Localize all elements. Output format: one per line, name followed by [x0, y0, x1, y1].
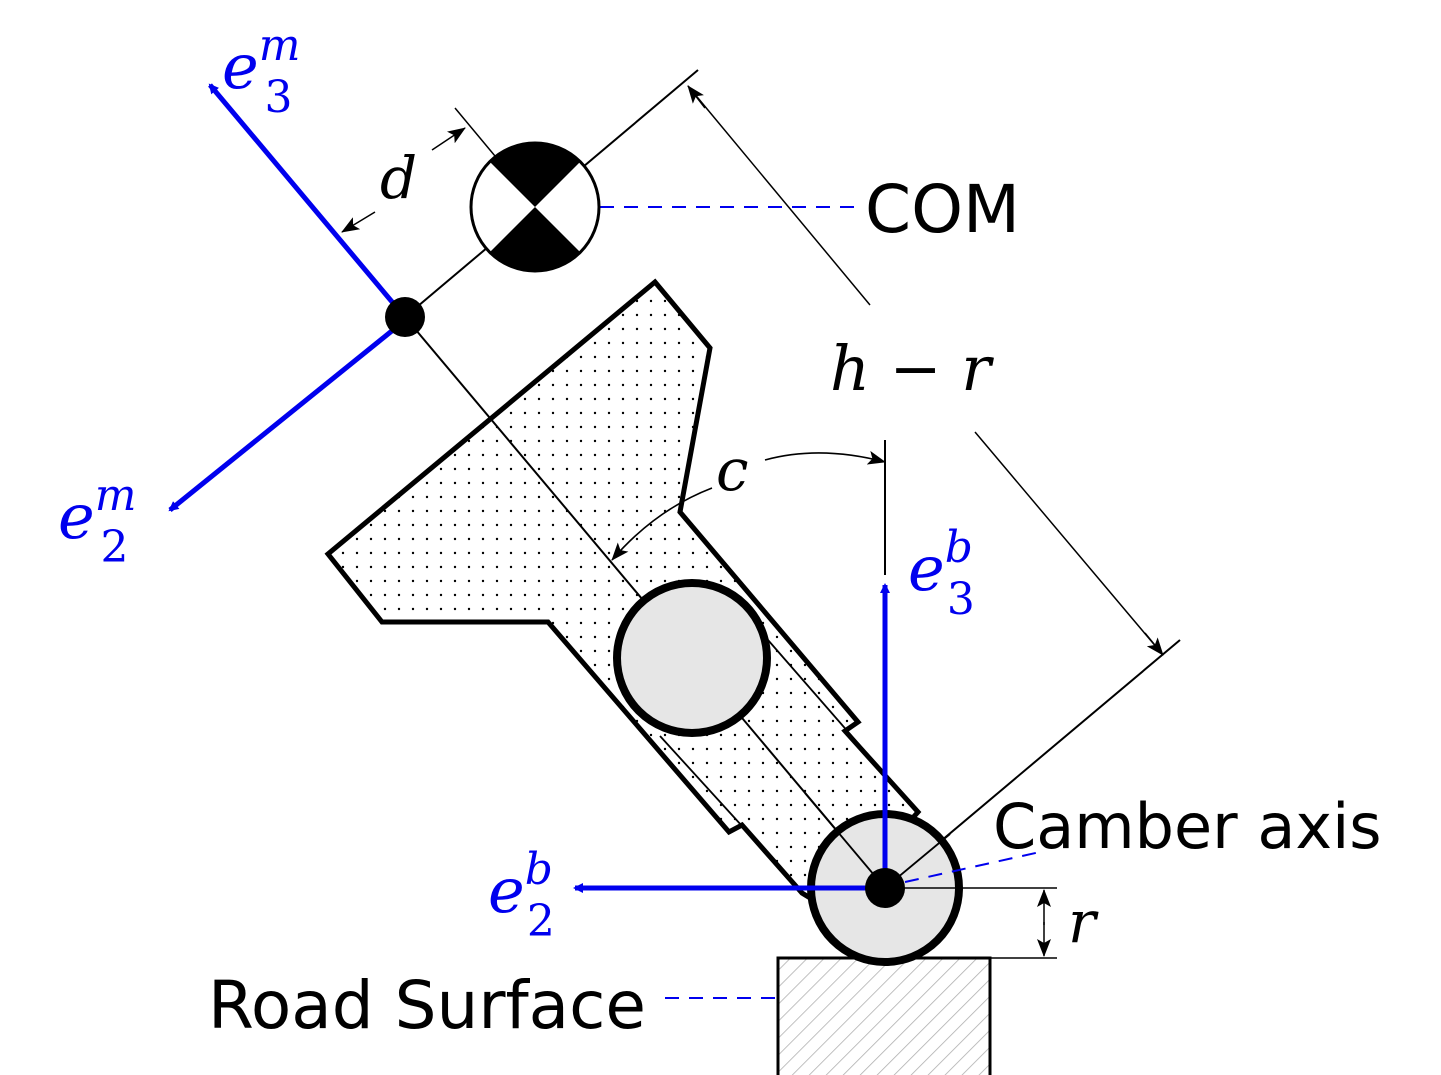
axis-over-wheel [804, 792, 886, 889]
label-com: COM [865, 171, 1020, 248]
knee-wheel [613, 579, 771, 737]
c-arc-right [764, 450, 886, 465]
d-arrow-left [341, 211, 376, 233]
label-c: c [716, 436, 748, 504]
leg-rail-left [659, 735, 743, 827]
com-symbol [469, 141, 601, 273]
label-road-surface: Road Surface [208, 967, 646, 1044]
d-arrow-right [431, 127, 466, 151]
hub-point [865, 868, 905, 908]
label-h-minus-r: h − r [830, 332, 994, 405]
leg-rail-right [767, 639, 919, 813]
label-d: d [380, 144, 417, 212]
h-r-dimension-lower [974, 431, 1164, 656]
c-arc-left [611, 487, 713, 561]
h-r-dimension-upper [687, 85, 871, 306]
road-surface-block [776, 956, 992, 1075]
label-camber-axis: Camber axis [993, 790, 1382, 863]
h-r-arrow-bottom [1144, 632, 1164, 656]
e2m-axis-arrow [168, 328, 395, 512]
label-r: r [1068, 888, 1099, 956]
e3m-axis-arrow [208, 83, 395, 305]
h-r-arrow-top [687, 85, 706, 109]
pivot-point [385, 297, 425, 337]
